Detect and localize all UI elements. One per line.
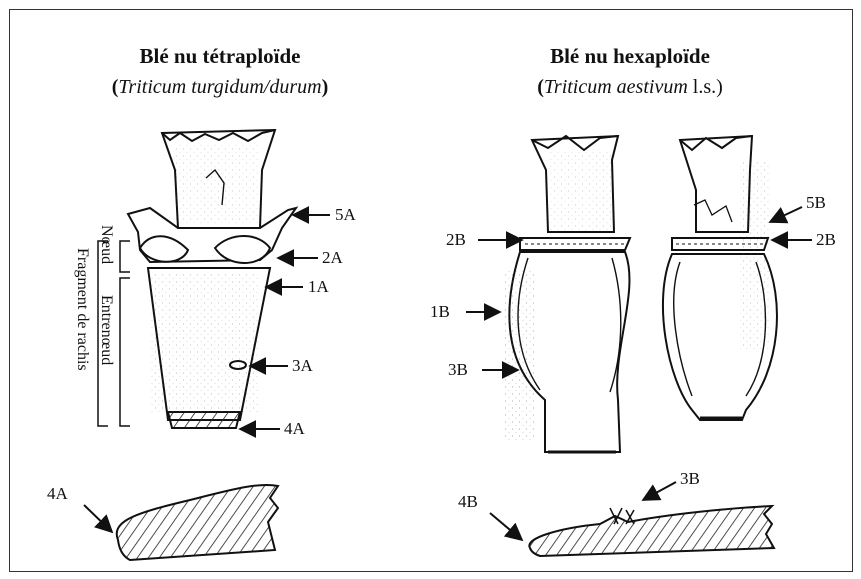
callout-5b: 5B bbox=[806, 194, 826, 211]
callout-4a: 4A bbox=[284, 420, 305, 437]
noeud-label: Nœud bbox=[98, 225, 114, 264]
callout-3a: 3A bbox=[292, 357, 313, 374]
tetraploid-cross-section bbox=[117, 485, 278, 560]
callout-4b: 4B bbox=[458, 493, 478, 510]
callout-2b-left: 2B bbox=[446, 231, 466, 248]
callout-3b: 3B bbox=[448, 361, 468, 378]
callout-5a: 5A bbox=[335, 206, 356, 223]
callout-2b-right: 2B bbox=[816, 231, 836, 248]
callout-1b: 1B bbox=[430, 303, 450, 320]
callout-3b-section: 3B bbox=[680, 470, 700, 487]
callout-4a-section: 4A bbox=[47, 485, 68, 502]
fragment-label: Fragment de rachis bbox=[74, 248, 90, 371]
callout-2a: 2A bbox=[322, 249, 343, 266]
callout-1a: 1A bbox=[308, 278, 329, 295]
entrenoeud-label: Entrenœud bbox=[98, 295, 114, 365]
hexaploid-cross-section bbox=[529, 506, 774, 556]
